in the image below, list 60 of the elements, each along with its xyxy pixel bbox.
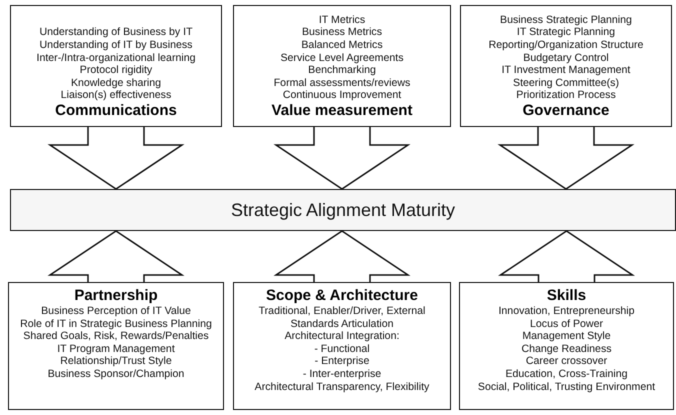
criteria-box <box>233 282 451 410</box>
criteria-item: - Inter-enterprise <box>302 368 382 381</box>
criteria-item: Budgetary Control <box>523 52 609 64</box>
criteria-item: IT Investment Management <box>502 64 630 77</box>
criteria-item: Reporting/Organization Structure <box>488 39 644 52</box>
criteria-item: Knowledge sharing <box>70 76 162 90</box>
criteria-item: Standards Articulation <box>290 318 394 330</box>
criteria-heading: Skills <box>546 287 586 305</box>
criteria-item: Innovation, Entrepreneurship <box>498 305 635 318</box>
criteria-item: Change Readiness <box>521 342 612 356</box>
criteria-item: Architectural Transparency, Flexibility <box>254 380 430 394</box>
criteria-item: Business Perception of IT Value <box>41 305 191 318</box>
block-arrow <box>274 230 410 283</box>
criteria-item: Career crossover <box>526 355 608 368</box>
criteria-heading: Scope & Architecture <box>266 287 418 305</box>
criteria-item: Management Style <box>522 330 611 343</box>
band-title: Strategic Alignment Maturity <box>230 200 456 220</box>
block-arrow <box>48 230 184 283</box>
criteria-item: Locus of Power <box>530 318 604 330</box>
criteria-heading: Governance <box>522 102 610 120</box>
block-arrow <box>48 126 184 190</box>
criteria-item: Steering Committee(s) <box>513 76 619 90</box>
criteria-item: Architectural Integration: <box>284 330 400 343</box>
criteria-item: Business Strategic Planning <box>500 14 632 26</box>
criteria-item: Inter-/Intra-organizational learning <box>36 52 196 64</box>
criteria-item: IT Strategic Planning <box>516 26 616 40</box>
maturity-band <box>10 189 676 231</box>
criteria-item: Relationship/Trust Style <box>60 355 172 368</box>
criteria-item: Balanced Metrics <box>301 39 383 52</box>
criteria-box <box>459 282 674 410</box>
criteria-item: Business Sponsor/Champion <box>48 368 184 381</box>
criteria-item: Social, Political, Trusting Environment <box>478 380 656 394</box>
criteria-item: Understanding of IT by Business <box>40 39 192 52</box>
criteria-item: Continuous Improvement <box>282 89 402 102</box>
criteria-box <box>460 5 672 127</box>
criteria-box <box>233 5 451 127</box>
criteria-item: Liaison(s) effectiveness <box>60 89 172 102</box>
criteria-box <box>8 282 224 410</box>
block-arrow <box>274 126 410 190</box>
criteria-item: IT Program Management <box>57 342 175 356</box>
criteria-item: IT Metrics <box>318 14 366 26</box>
criteria-heading: Value measurement <box>272 102 412 120</box>
criteria-heading: Communications <box>55 102 177 120</box>
criteria-box <box>10 5 222 127</box>
block-arrow <box>498 126 634 190</box>
criteria-item: Business Metrics <box>302 26 382 40</box>
criteria-item: Role of IT in Strategic Business Planning <box>20 318 212 330</box>
block-arrow <box>498 230 635 283</box>
criteria-heading: Partnership <box>74 287 158 305</box>
criteria-item: Service Level Agreements <box>280 52 404 64</box>
criteria-item: Prioritization Process <box>516 89 616 102</box>
criteria-item: Education, Cross-Training <box>505 368 628 381</box>
criteria-item: - Functional <box>314 342 370 356</box>
criteria-item: Benchmarking <box>308 64 376 77</box>
criteria-item: Shared Goals, Risk, Rewards/Penalties <box>23 330 209 343</box>
criteria-item: Traditional, Enabler/Driver, External <box>258 305 426 318</box>
criteria-item: Formal assessments/reviews <box>274 76 410 90</box>
criteria-item: Understanding of Business by IT <box>39 26 193 40</box>
criteria-item: - Enterprise <box>314 355 370 368</box>
criteria-item: Protocol rigidity <box>80 64 152 77</box>
